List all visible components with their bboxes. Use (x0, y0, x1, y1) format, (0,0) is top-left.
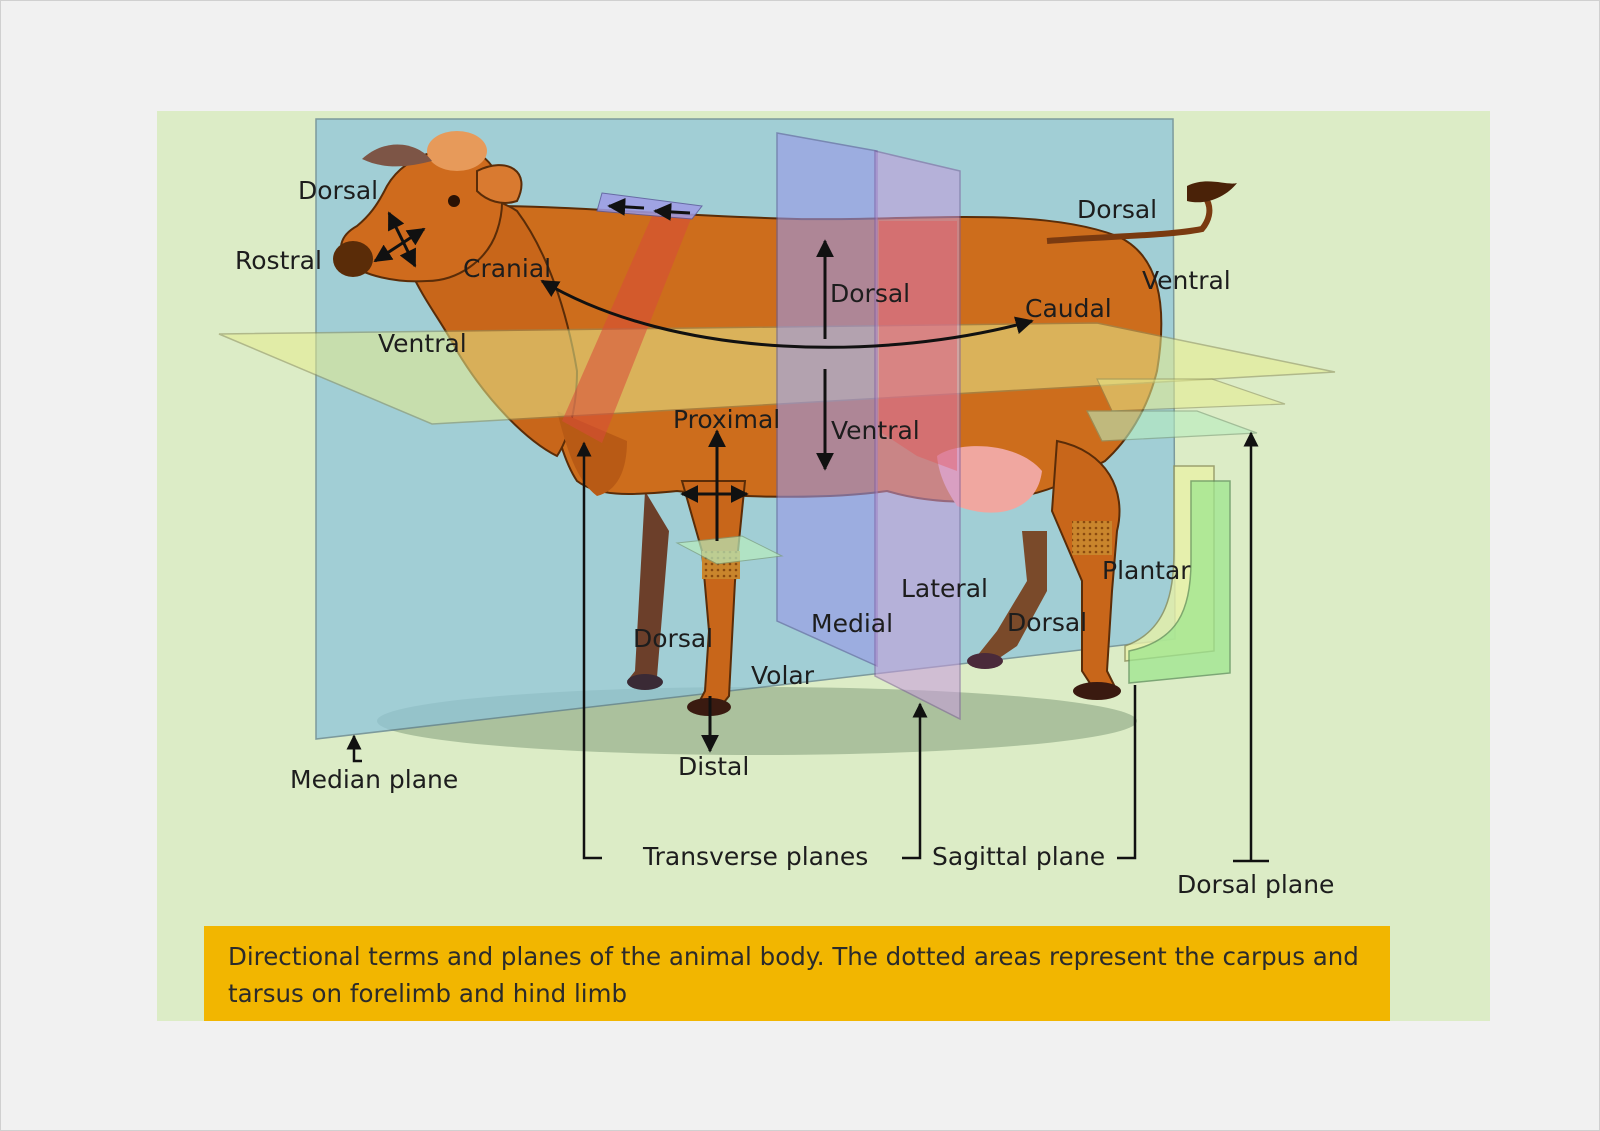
caption-box: Directional terms and planes of the anim… (204, 926, 1390, 1021)
label-body-dorsal: Dorsal (830, 279, 911, 308)
label-cranial: Cranial (463, 254, 552, 283)
label-distal: Distal (678, 752, 750, 781)
label-median-plane: Median plane (290, 765, 459, 794)
dorsal-plane-step-2 (1086, 410, 1258, 442)
label-rostral: Rostral (235, 246, 322, 275)
label-sagittal-plane: Sagittal plane (932, 842, 1106, 871)
label-proximal: Proximal (673, 405, 781, 434)
diagram-figure: Dorsal Rostral Ventral Cranial Dorsal Ca… (157, 111, 1490, 1021)
label-transverse-planes: Transverse planes (643, 842, 869, 871)
dorsal-plane-step-1 (1096, 378, 1286, 412)
label-hindlimb-dorsal: Dorsal (1007, 608, 1088, 637)
label-body-ventral: Ventral (831, 416, 920, 445)
caption-text: Directional terms and planes of the anim… (228, 942, 1359, 1008)
label-lateral: Lateral (901, 574, 988, 603)
far-legs (627, 491, 1047, 690)
diagram-svg (218, 118, 1336, 863)
label-forelimb-dorsal: Dorsal (633, 624, 714, 653)
label-tail-dorsal: Dorsal (1077, 195, 1158, 224)
label-plantar: Plantar (1102, 556, 1191, 585)
transverse-plane-1 (776, 132, 878, 668)
arrows (373, 197, 1034, 753)
label-volar: Volar (751, 661, 815, 690)
label-head-ventral: Ventral (378, 329, 467, 358)
plane-leader-lines (346, 431, 1269, 863)
label-tail-ventral: Ventral (1142, 266, 1231, 295)
forelimb-small-plane (675, 535, 784, 565)
label-medial: Medial (811, 609, 894, 638)
label-caudal: Caudal (1025, 294, 1112, 323)
label-dorsal-plane: Dorsal plane (1177, 870, 1335, 899)
label-head-dorsal: Dorsal (298, 176, 379, 205)
sagittal-plane-inner (1128, 480, 1231, 684)
